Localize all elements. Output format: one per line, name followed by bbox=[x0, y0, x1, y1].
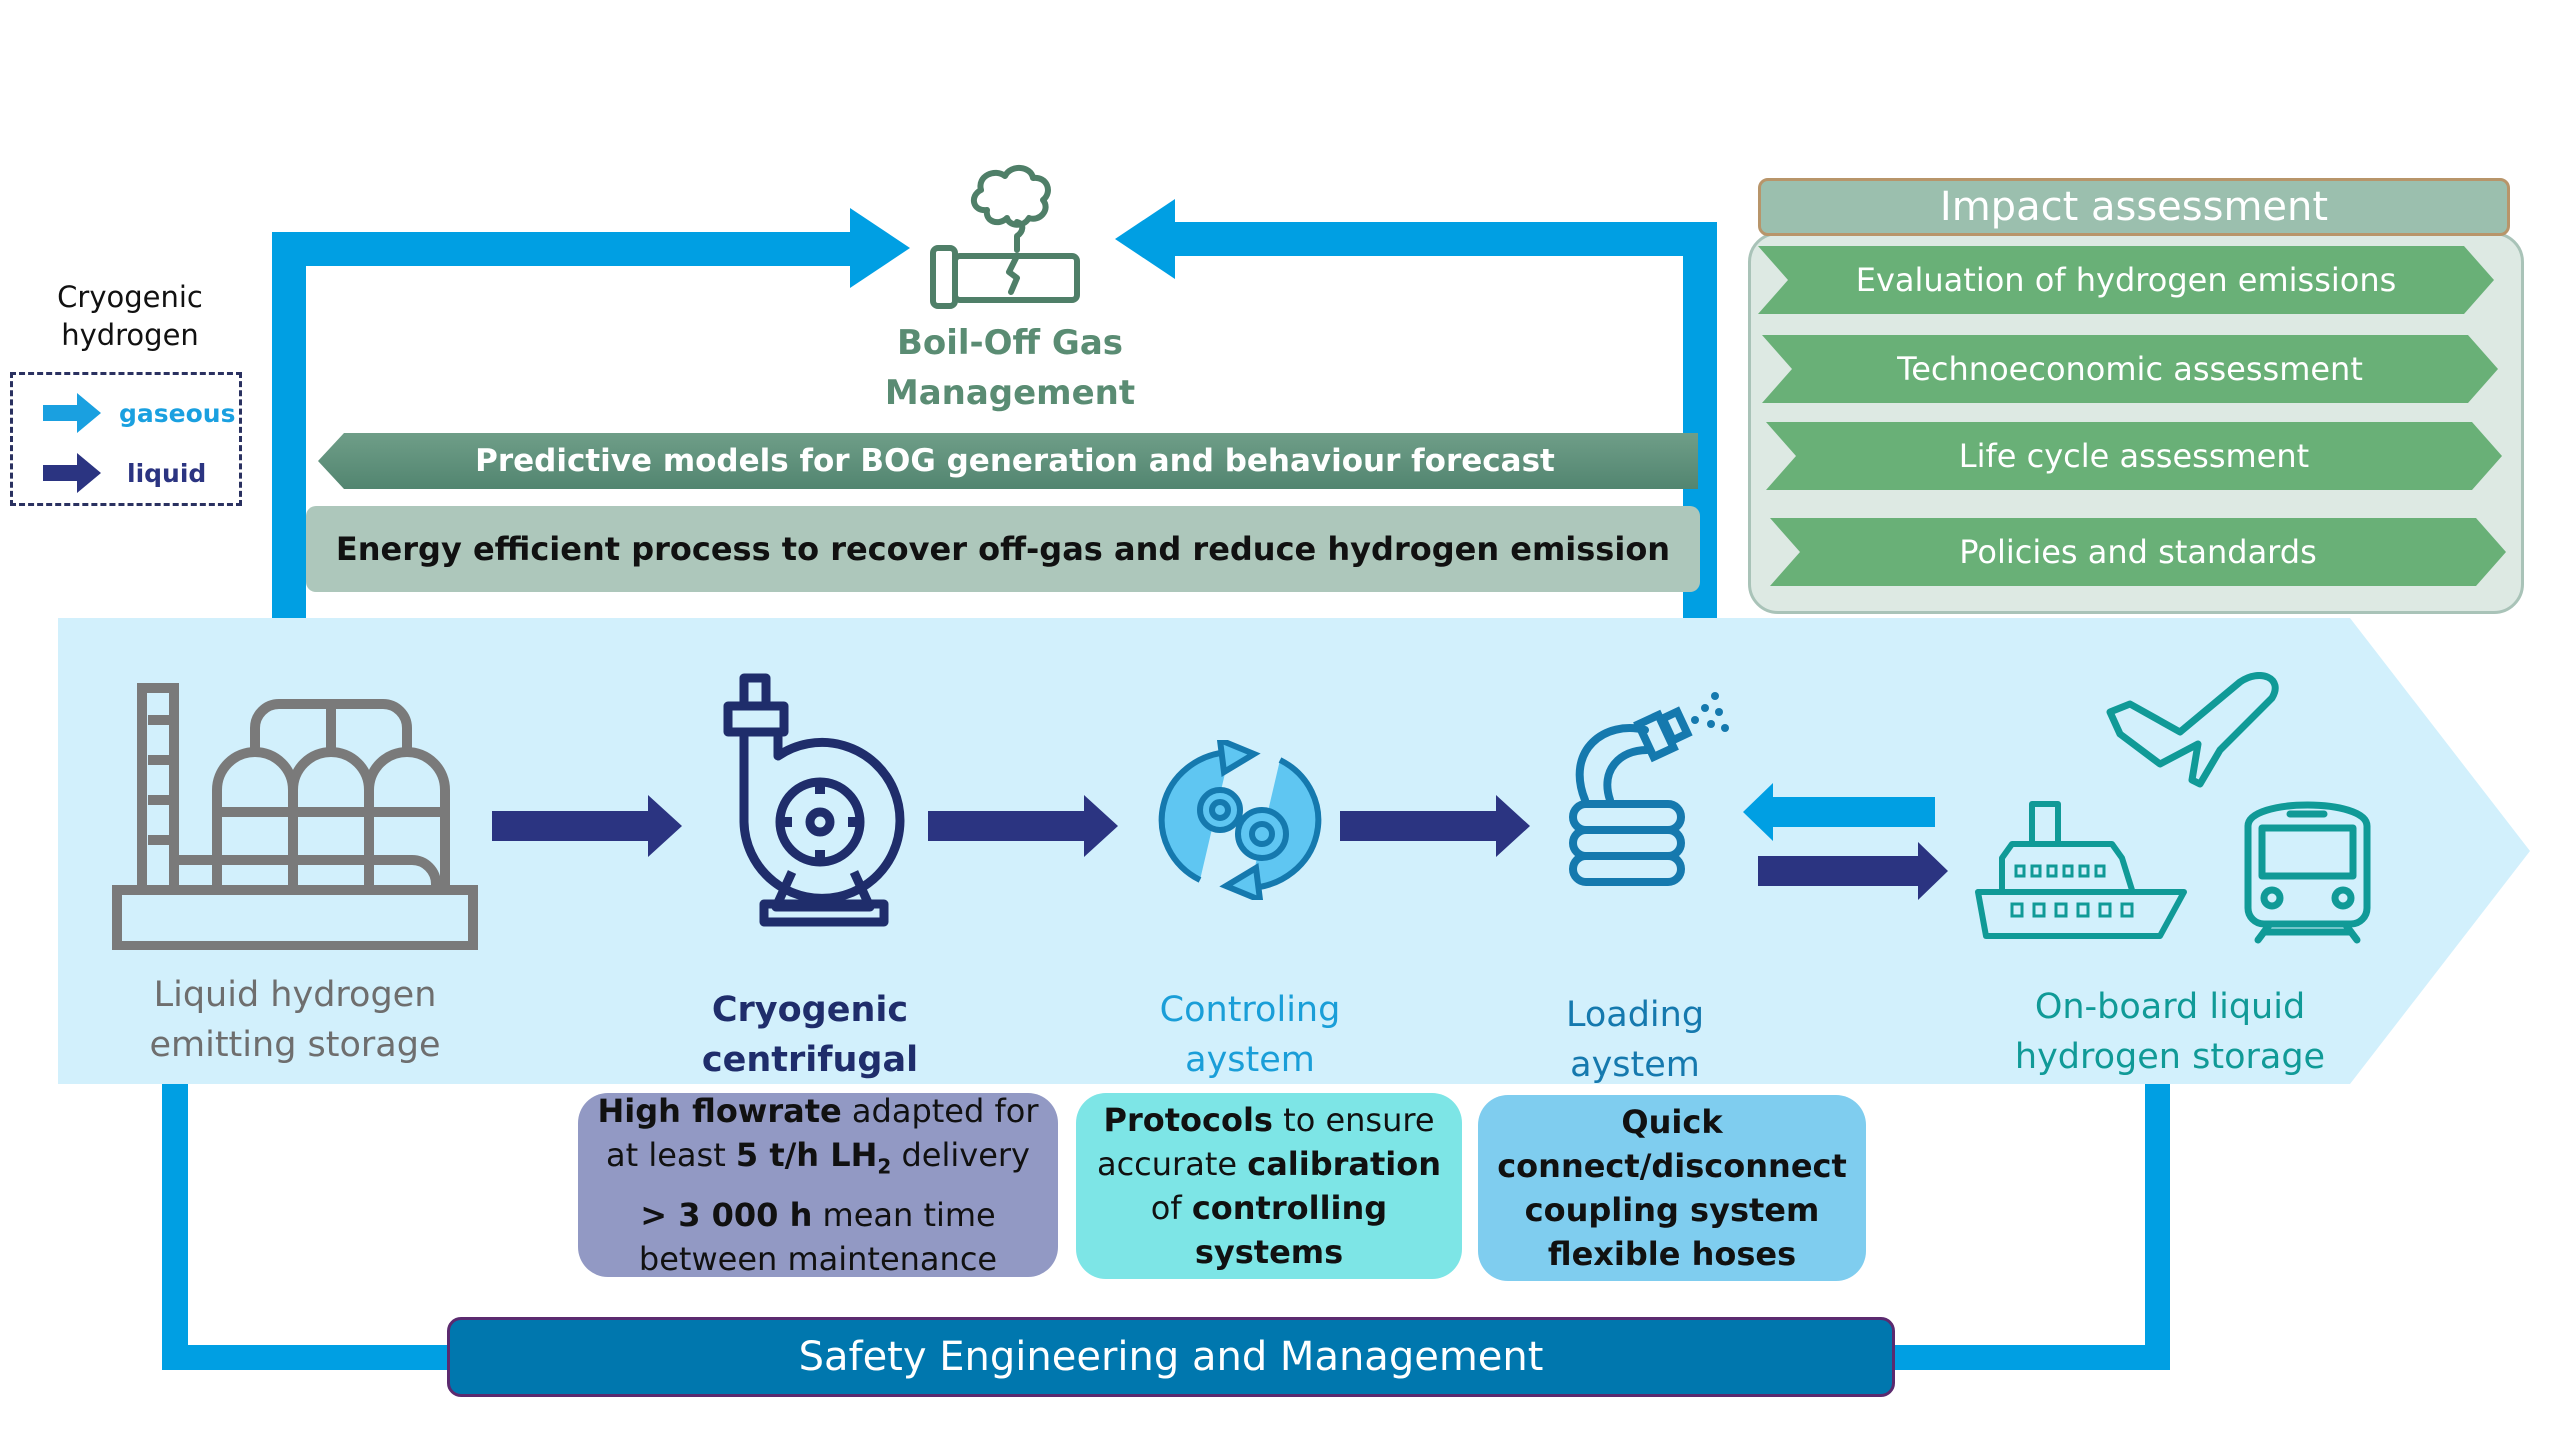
centrifugal-pump-icon bbox=[723, 673, 905, 927]
feature-control-l3-bold: controlling bbox=[1191, 1189, 1388, 1227]
feature-pump-l1-bold: High flowrate bbox=[597, 1092, 842, 1131]
node-label-loading-line2: aystem bbox=[1570, 1045, 1700, 1085]
feature-pump-line2: at least 5 t/h LH2 delivery bbox=[594, 1133, 1042, 1188]
feature-pump-l2-sub: 2 bbox=[877, 1154, 892, 1179]
safety-loop-right-vertical bbox=[2145, 1084, 2170, 1370]
storage-tanks-icon bbox=[112, 683, 478, 950]
legend-title-line2: hydrogen bbox=[61, 318, 199, 352]
node-label-onboard: On-board liquid hydrogen storage bbox=[1990, 982, 2350, 1082]
liquid-delivery-arrow bbox=[1758, 842, 1948, 900]
feature-pump-l1-rest: adapted for bbox=[841, 1092, 1039, 1131]
safety-loop-left-horizontal bbox=[162, 1345, 462, 1370]
node-label-loading-line1: Loading bbox=[1565, 995, 1705, 1035]
node-label-loading: Loading aystem bbox=[1485, 990, 1785, 1090]
feature-loading-line4: flexible hoses bbox=[1547, 1235, 1797, 1273]
legend-item-gaseous: gaseous bbox=[43, 393, 235, 433]
feature-loading-line3: coupling system bbox=[1524, 1191, 1820, 1229]
feature-control-l3-pre: of bbox=[1150, 1189, 1192, 1227]
feature-box-loading: Quick connect/disconnect coupling system… bbox=[1478, 1095, 1866, 1281]
feature-pump-l2-pre: at least bbox=[606, 1136, 736, 1175]
node-label-onboard-line1: On-board liquid bbox=[2034, 987, 2306, 1027]
feature-pump-l2-bold: 5 t/h LH bbox=[735, 1136, 878, 1175]
legend-box: gaseous liquid bbox=[10, 372, 242, 506]
feature-control-l4-bold: systems bbox=[1194, 1233, 1344, 1271]
feature-pump-line1: High flowrate adapted for bbox=[594, 1089, 1042, 1133]
gas-arrow-right-head-icon bbox=[850, 208, 910, 288]
predictive-models-banner: Predictive models for BOG generation and… bbox=[475, 443, 1555, 479]
impact-item-4-shape bbox=[1770, 518, 2506, 586]
ship-icon bbox=[1975, 801, 2187, 939]
liquid-flow-arrow-3 bbox=[1340, 795, 1530, 857]
feature-pump-line4: between maintenance bbox=[638, 1239, 998, 1278]
feature-control-l2-bold: calibration bbox=[1247, 1145, 1442, 1183]
node-label-control: Controling aystem bbox=[1100, 985, 1400, 1085]
legend-title-line1: Cryogenic bbox=[57, 280, 203, 314]
safety-engineering-box: Safety Engineering and Management bbox=[447, 1317, 1895, 1397]
gas-loop-left-horizontal bbox=[272, 232, 872, 266]
impact-item-2-shape bbox=[1762, 335, 2498, 403]
node-label-storage-line1: Liquid hydrogen bbox=[153, 975, 437, 1015]
safety-loop-left-vertical bbox=[162, 1084, 188, 1370]
node-label-storage-line2: emitting storage bbox=[149, 1025, 441, 1065]
feature-control-line4: systems bbox=[1092, 1230, 1446, 1274]
impact-item-4: Policies and standards bbox=[1959, 533, 2317, 571]
legend-label-gaseous: gaseous bbox=[119, 398, 236, 428]
node-label-control-line1: Controling bbox=[1159, 990, 1341, 1030]
feature-control-line1: Protocols to ensure bbox=[1092, 1098, 1446, 1142]
impact-item-1: Evaluation of hydrogen emissions bbox=[1855, 261, 2397, 299]
node-label-pump-line1: Cryogenic centrifugal bbox=[701, 990, 919, 1080]
bog-title-line2: Management bbox=[884, 373, 1136, 413]
feature-control-l1-rest: to ensure bbox=[1272, 1101, 1435, 1139]
impact-item-1-shape bbox=[1758, 246, 2494, 314]
gaseous-arrow-icon bbox=[43, 393, 101, 433]
feature-loading-line1: Quick bbox=[1621, 1103, 1723, 1141]
leaking-pipe-cloud-icon bbox=[930, 165, 1080, 309]
feature-pump-l3-rest: mean time bbox=[812, 1195, 996, 1234]
legend-item-liquid: liquid bbox=[43, 453, 206, 493]
gaseous-return-arrow bbox=[1743, 783, 1935, 841]
impact-item-3: Life cycle assessment bbox=[1958, 437, 2310, 475]
impact-assessment-title: Impact assessment bbox=[1758, 178, 2510, 236]
feature-control-line2: accurate calibration bbox=[1092, 1142, 1446, 1186]
feature-pump-l3-bold: > 3 000 h bbox=[640, 1195, 813, 1234]
impact-item-3-shape bbox=[1766, 422, 2502, 490]
airplane-icon bbox=[2106, 672, 2279, 788]
legend-title: Cryogenic hydrogen bbox=[30, 278, 230, 354]
liquid-flow-arrow-1 bbox=[492, 795, 682, 857]
feature-pump-l2-rest: delivery bbox=[891, 1136, 1030, 1175]
liquid-arrow-icon bbox=[43, 453, 101, 493]
gas-loop-right-horizontal bbox=[1165, 222, 1717, 256]
feature-loading-line2: connect/disconnect bbox=[1497, 1147, 1847, 1185]
feature-pump-line3: > 3 000 h mean time bbox=[594, 1193, 1042, 1237]
node-label-onboard-line2: hydrogen storage bbox=[2014, 1037, 2326, 1077]
gears-cycle-icon bbox=[1158, 740, 1322, 900]
node-label-control-line2: aystem bbox=[1185, 1040, 1315, 1080]
bog-title: Boil-Off Gas Management bbox=[840, 318, 1180, 418]
liquid-flow-arrow-2 bbox=[928, 795, 1118, 857]
feature-box-control: Protocols to ensure accurate calibration… bbox=[1076, 1093, 1462, 1279]
train-icon bbox=[2244, 801, 2371, 944]
gas-arrow-left-head-icon bbox=[1115, 199, 1175, 279]
feature-control-line3: of controlling bbox=[1092, 1186, 1446, 1230]
energy-efficient-process-box: Energy efficient process to recover off-… bbox=[306, 506, 1700, 592]
node-label-storage: Liquid hydrogen emitting storage bbox=[110, 970, 480, 1070]
predictive-models-banner-shape bbox=[318, 433, 1698, 489]
gas-loop-left-vertical bbox=[272, 232, 306, 628]
feature-control-l2-pre: accurate bbox=[1096, 1145, 1248, 1183]
legend-label-liquid: liquid bbox=[127, 458, 207, 488]
hose-coupling-icon bbox=[1569, 692, 1729, 886]
impact-item-2: Technoeconomic assessment bbox=[1897, 350, 2363, 388]
bog-title-line1: Boil-Off Gas bbox=[896, 323, 1124, 363]
feature-control-l1-bold: Protocols bbox=[1103, 1101, 1273, 1139]
energy-efficient-process-text: Energy efficient process to recover off-… bbox=[335, 530, 1671, 568]
feature-box-pump: High flowrate adapted for at least 5 t/h… bbox=[578, 1092, 1058, 1278]
safety-loop-right-horizontal bbox=[1880, 1345, 2170, 1370]
